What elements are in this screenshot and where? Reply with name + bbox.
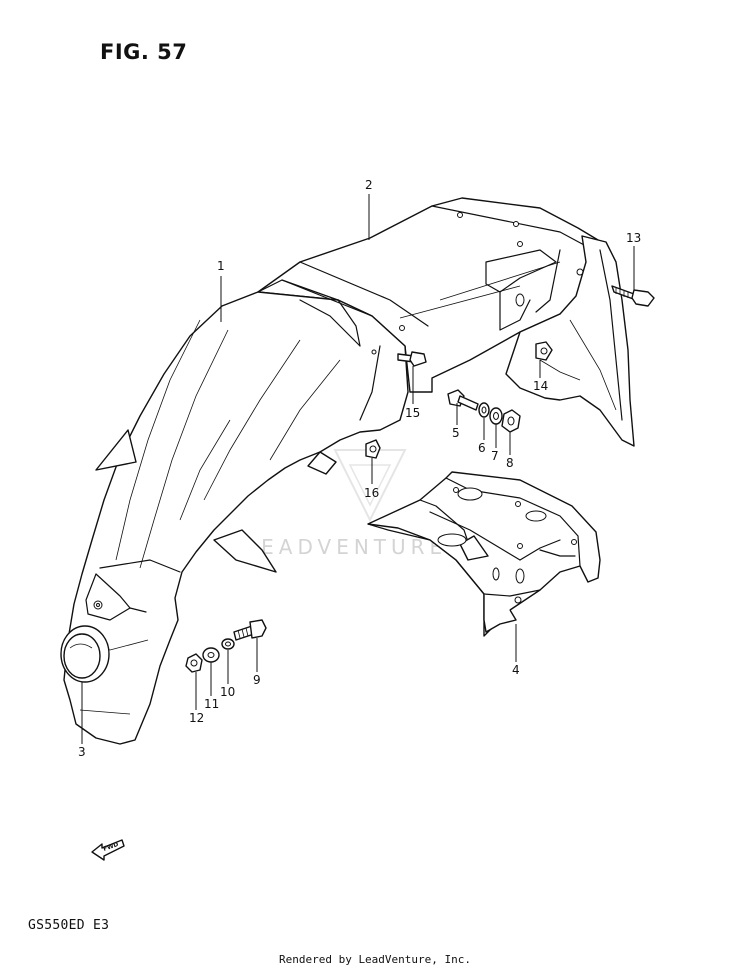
part-4-mounting-bracket — [367, 471, 601, 637]
render-credit: Rendered by LeadVenture, Inc. — [278, 953, 472, 966]
callout-6: 6 — [478, 441, 486, 455]
fwd-label: FWD — [102, 841, 119, 853]
figure-title: FIG. 57 — [100, 40, 188, 64]
callout-4: 4 — [512, 663, 520, 677]
part-5-bolt — [447, 389, 479, 411]
callout-15: 15 — [405, 406, 420, 420]
part-12-nut — [185, 653, 203, 673]
callout-12: 12 — [189, 711, 204, 725]
leader-lines — [81, 194, 635, 744]
part-16-nut — [365, 439, 381, 459]
fwd-arrow-icon: FWD — [91, 839, 125, 861]
callout-16: 16 — [364, 486, 379, 500]
callout-11: 11 — [204, 697, 219, 711]
part-7-washer — [489, 407, 503, 425]
watermark-emblem — [333, 449, 407, 523]
callout-9: 9 — [253, 673, 261, 687]
part-10-washer — [221, 638, 235, 650]
callout-numbers: 1 2 3 4 5 6 7 8 9 10 11 12 13 14 15 16 — [78, 178, 641, 759]
part-3-reflector — [60, 625, 110, 683]
part-15-bolt — [397, 351, 427, 367]
callout-2: 2 — [365, 178, 373, 192]
callout-5: 5 — [452, 426, 460, 440]
watermark-text: LEADVENTURE — [245, 535, 448, 559]
part-8-nut — [501, 409, 521, 433]
part-9-bolt — [233, 619, 267, 641]
callout-3: 3 — [78, 745, 86, 759]
callout-13: 13 — [626, 231, 641, 245]
part-2-side-flap — [505, 235, 635, 447]
part-11-washer — [202, 647, 220, 663]
part-6-washer — [478, 402, 490, 418]
callout-1: 1 — [217, 259, 225, 273]
callout-8: 8 — [506, 456, 514, 470]
part-14-nut — [535, 341, 553, 361]
part-1-rear-fender — [63, 279, 409, 745]
callout-14: 14 — [533, 379, 548, 393]
model-code: GS550ED E3 — [28, 918, 110, 933]
callout-7: 7 — [491, 449, 499, 463]
callout-10: 10 — [220, 685, 235, 699]
part-13-bolt — [611, 285, 655, 307]
